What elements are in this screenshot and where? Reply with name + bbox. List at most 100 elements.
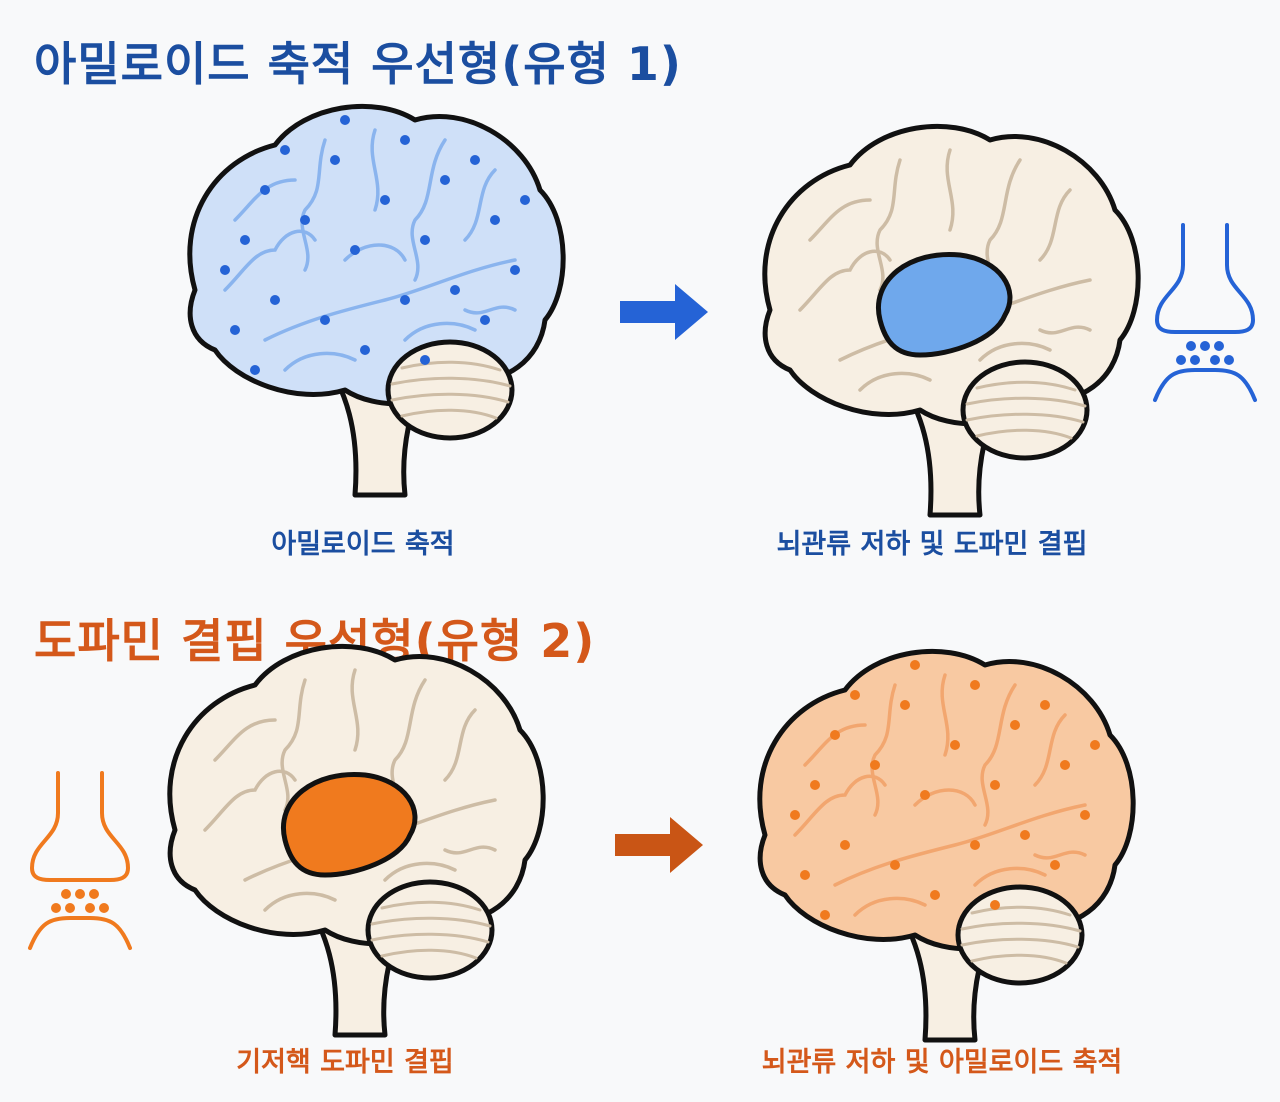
cerebellum-fold <box>965 412 1085 424</box>
neurotransmitter-dot <box>65 903 75 913</box>
amyloid-dot <box>990 780 1000 790</box>
arrow-type1 <box>620 284 708 340</box>
amyloid-dot <box>330 155 340 165</box>
cerebellum-fold <box>390 376 512 388</box>
amyloid-dot <box>900 700 910 710</box>
neurotransmitter-dot <box>1224 355 1234 365</box>
cerebellum-fold <box>965 396 1087 408</box>
cerebellum-fold <box>390 392 510 404</box>
amyloid-dot <box>420 355 430 365</box>
amyloid-dot <box>970 680 980 690</box>
cerebellum-body <box>365 879 495 981</box>
basal-ganglia <box>281 771 418 878</box>
amyloid-dot <box>810 780 820 790</box>
arrow-type2 <box>615 817 703 873</box>
gyrus-line <box>833 803 1087 887</box>
amyloid-dot <box>440 175 450 185</box>
gyrus-line <box>370 128 380 212</box>
cerebellum-fold <box>975 380 1077 392</box>
amyloid-dot <box>970 840 980 850</box>
amyloid-dot <box>420 235 430 245</box>
cerebellum-fold <box>970 905 1072 917</box>
amyloid-dot <box>240 235 250 245</box>
cerebellum <box>365 879 495 981</box>
amyloid-dot <box>270 295 280 305</box>
amyloid-dot <box>890 860 900 870</box>
amyloid-dot <box>1080 810 1090 820</box>
neurotransmitter-dot <box>75 889 85 899</box>
gyrus-line <box>945 148 955 232</box>
amyloid-dot <box>1040 700 1050 710</box>
postsynaptic-terminal <box>1153 368 1257 402</box>
amyloid-dot <box>840 840 850 850</box>
gyrus-line <box>383 861 457 882</box>
amyloid-dot <box>400 135 410 145</box>
neurotransmitter-dot <box>1176 355 1186 365</box>
cerebellum <box>955 884 1085 986</box>
gyrus-line <box>403 321 477 342</box>
gyrus-line <box>343 243 407 262</box>
amyloid-dot <box>830 730 840 740</box>
gyrus-line <box>443 708 477 782</box>
amyloid-dot <box>320 315 330 325</box>
amyloid-dot <box>350 245 360 255</box>
presynaptic-terminal <box>30 771 130 882</box>
gyrus-line <box>853 896 927 917</box>
gyrus-line <box>980 683 1017 827</box>
type1-title: 아밀로이드 축적 우선형(유형 1) <box>34 37 682 91</box>
amyloid-dot <box>510 265 520 275</box>
amyloid-dot <box>910 660 920 670</box>
cerebral-cortex <box>187 103 566 407</box>
amyloid-dot <box>1050 860 1060 870</box>
amyloid-dot <box>260 185 270 195</box>
amyloid-dot <box>230 325 240 335</box>
amyloid-dot <box>850 690 860 700</box>
cerebral-cortex <box>757 648 1136 952</box>
cerebellum-fold <box>380 900 482 912</box>
gyrus-line <box>1033 713 1067 787</box>
amyloid-dot <box>360 345 370 355</box>
amyloid-dot <box>300 215 310 225</box>
amyloid-dot <box>920 790 930 800</box>
basal-ganglia <box>876 251 1013 358</box>
amyloid-dot <box>400 295 410 305</box>
cerebellum-fold <box>370 932 490 944</box>
gyrus-line <box>280 678 307 812</box>
amyloid-dot <box>250 365 260 375</box>
amyloid-dot <box>470 155 480 165</box>
neurotransmitter-dot <box>51 903 61 913</box>
cerebellum <box>385 339 515 441</box>
gyrus-line <box>1038 325 1092 335</box>
cerebellum-fold <box>380 948 478 960</box>
neurotransmitter-dot <box>1186 341 1196 351</box>
amyloid-dot <box>480 315 490 325</box>
gyrus-line <box>913 788 977 807</box>
gyrus-line <box>1033 850 1087 860</box>
amyloid-dot <box>790 810 800 820</box>
neurotransmitter-dot <box>99 903 109 913</box>
synapse-icon-type2 <box>28 771 132 950</box>
cerebellum <box>960 359 1090 461</box>
gyrus-line <box>940 673 950 757</box>
brain-basal-ganglia-type1 <box>762 123 1141 518</box>
cerebellum-fold <box>975 428 1073 440</box>
cerebellum-body <box>955 884 1085 986</box>
type2-right-caption: 뇌관류 저하 및 아밀로이드 축적 <box>761 1047 1123 1078</box>
type1-right-caption: 뇌관류 저하 및 도파민 결핍 <box>776 529 1088 560</box>
gyrus-line <box>443 845 497 855</box>
gyrus-line <box>263 891 337 912</box>
brain-amyloid-type2 <box>757 648 1136 1043</box>
amyloid-dot <box>490 215 500 225</box>
gyrus-line <box>875 158 902 292</box>
amyloid-dot <box>340 115 350 125</box>
neurotransmitter-dot <box>85 903 95 913</box>
amyloid-dot <box>870 760 880 770</box>
neurotransmitter-dot <box>1190 355 1200 365</box>
gyrus-line <box>463 305 517 315</box>
gyrus-line <box>973 866 1047 887</box>
amyloid-dot <box>450 285 460 295</box>
cerebellum-fold <box>400 408 498 420</box>
amyloid-dot <box>930 890 940 900</box>
postsynaptic-terminal <box>28 916 132 950</box>
